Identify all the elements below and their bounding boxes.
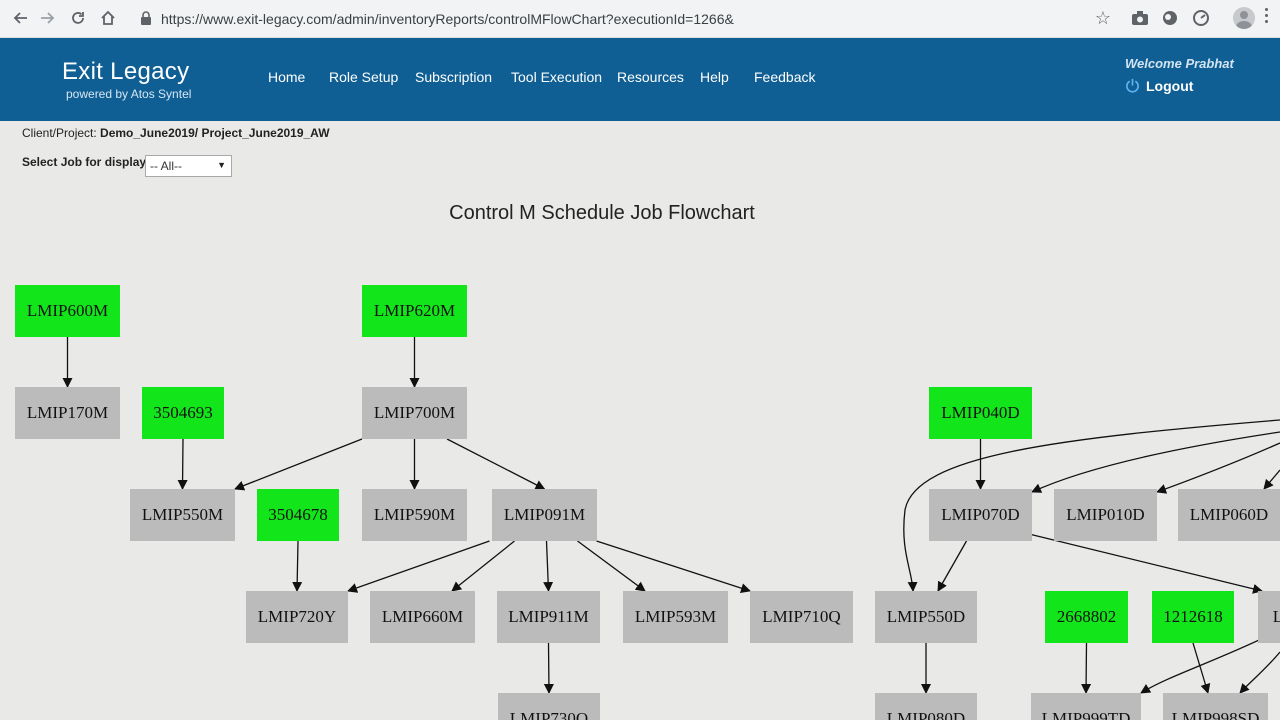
chart-title: Control M Schedule Job Flowchart (449, 202, 755, 224)
dropdown-caret-icon: ▼ (217, 160, 226, 170)
job-select-dropdown[interactable]: -- All-- ▼ (145, 155, 232, 177)
edge-lmip091m-to-lmip720y (347, 540, 490, 593)
edge-lmip700m-to-lmip091m (446, 438, 546, 490)
job-node-lmip080d[interactable]: LMIP080D (875, 693, 977, 720)
logo[interactable]: Exit Legacy powered by Atos Syntel (62, 58, 191, 101)
edge-lmip700m-to-lmip550m (234, 438, 363, 491)
edge-lmip070d-to-lmip550d (937, 540, 968, 592)
nav-help[interactable]: Help (700, 69, 729, 85)
extension-circle-icon[interactable] (1161, 9, 1179, 27)
profile-avatar[interactable] (1233, 7, 1255, 29)
job-node-lmip998sd[interactable]: LMIP998SD (1163, 693, 1268, 720)
address-bar[interactable]: https://www.exit-legacy.com/admin/invent… (134, 5, 1119, 31)
edge-lmip091m-to-lmip593m (577, 540, 646, 592)
url-text: https://www.exit-legacy.com/admin/invent… (161, 11, 734, 27)
job-node-3504693[interactable]: 3504693 (142, 387, 224, 439)
job-node-2668802[interactable]: 2668802 (1045, 591, 1128, 643)
job-node-lmip660m[interactable]: LMIP660M (370, 591, 475, 643)
edge-offscreen-to-lmip998sd (1239, 651, 1280, 694)
browser-toolbar: https://www.exit-legacy.com/admin/invent… (0, 0, 1280, 38)
job-node-lmip170m[interactable]: LMIP170M (15, 387, 120, 439)
edge-3504693-to-lmip550m (177, 438, 188, 490)
client-project-label: Client/Project: (22, 126, 97, 140)
job-node-l[interactable]: L (1258, 591, 1280, 643)
bookmark-star-icon[interactable]: ☆ (1094, 8, 1111, 28)
lock-icon (141, 11, 151, 25)
home-icon[interactable] (97, 7, 119, 29)
back-arrow-icon[interactable] (10, 7, 32, 29)
job-node-lmip060d[interactable]: LMIP060D (1178, 489, 1280, 541)
nav-feedback[interactable]: Feedback (754, 69, 816, 85)
client-value: Demo_June2019/ (100, 126, 199, 140)
camera-icon[interactable] (1131, 9, 1149, 27)
browser-menu-icon[interactable] (1265, 8, 1269, 28)
job-node-lmip040d[interactable]: LMIP040D (929, 387, 1032, 439)
job-node-lmip590m[interactable]: LMIP590M (362, 489, 467, 541)
nav-role-setup[interactable]: Role Setup (329, 69, 399, 85)
nav-subscription[interactable]: Subscription (415, 69, 493, 85)
job-node-lmip710q[interactable]: LMIP710Q (750, 591, 853, 643)
edge-2668802-to-lmip999td (1081, 642, 1092, 694)
job-node-lmip911m[interactable]: LMIP911M (497, 591, 600, 643)
job-node-lmip620m[interactable]: LMIP620M (362, 285, 467, 337)
edge-3504678-to-lmip720y (292, 540, 303, 592)
job-node-lmip600m[interactable]: LMIP600M (15, 285, 120, 337)
logout-label: Logout (1146, 78, 1194, 94)
edge-offscreen-to-lmip010d (1156, 442, 1280, 494)
job-node-lmip730q[interactable]: LMIP730Q (498, 693, 600, 720)
job-node-lmip010d[interactable]: LMIP010D (1054, 489, 1157, 541)
edge-lmip911m-to-lmip730q (543, 642, 554, 694)
edge-offscreen-to-lmip070d (1031, 431, 1280, 493)
edge-lmip091m-to-lmip710q (596, 540, 751, 593)
job-select-label: Select Job for display: (22, 155, 151, 169)
app-header: Exit Legacy powered by Atos Syntel Home … (0, 38, 1280, 121)
edge-lmip070d-to-l (1028, 533, 1263, 594)
edge-offscreen-to-lmip550d (903, 419, 1280, 592)
job-node-lmip700m[interactable]: LMIP700M (362, 387, 467, 439)
nav-tool-execution[interactable]: Tool Execution (511, 69, 603, 85)
logo-subtitle: powered by Atos Syntel (66, 87, 192, 101)
project-value: Project_June2019_AW (201, 126, 330, 140)
job-node-3504678[interactable]: 3504678 (257, 489, 339, 541)
flowchart-edges (62, 337, 1280, 694)
job-node-lmip720y[interactable]: LMIP720Y (246, 591, 348, 643)
speed-dial-icon[interactable] (1192, 9, 1210, 27)
job-node-lmip550d[interactable]: LMIP550D (875, 591, 977, 643)
job-node-1212618[interactable]: 1212618 (1152, 591, 1234, 643)
welcome-text: Welcome Prabhat (1125, 56, 1234, 71)
logout-button[interactable]: Logout (1125, 78, 1193, 94)
job-node-lmip070d[interactable]: LMIP070D (929, 489, 1032, 541)
edge-1212618-to-lmip998sd (1192, 642, 1211, 694)
edge-lmip091m-to-lmip660m (451, 540, 515, 592)
job-node-lmip999td[interactable]: LMIP999TD (1031, 693, 1141, 720)
forward-arrow-icon[interactable] (36, 7, 58, 29)
edge-lmip091m-to-lmip911m (543, 540, 554, 592)
nav-home[interactable]: Home (268, 69, 306, 85)
reload-icon[interactable] (67, 7, 89, 29)
job-node-lmip550m[interactable]: LMIP550M (130, 489, 235, 541)
nav-resources[interactable]: Resources (617, 69, 684, 85)
job-node-lmip091m[interactable]: LMIP091M (492, 489, 597, 541)
logo-title: Exit Legacy (62, 58, 190, 85)
job-node-lmip593m[interactable]: LMIP593M (623, 591, 728, 643)
job-flowchart: LMIP600M LMIP620M LMIP170M 3504693 LMIP700M L… (0, 270, 1280, 720)
power-icon (1126, 78, 1139, 93)
edge-offscreen-to-lmip060d (1263, 469, 1280, 490)
client-project-line: Client/Project: Demo_June2019/ Project_J… (22, 126, 330, 140)
job-select-value: -- All-- (150, 159, 182, 173)
